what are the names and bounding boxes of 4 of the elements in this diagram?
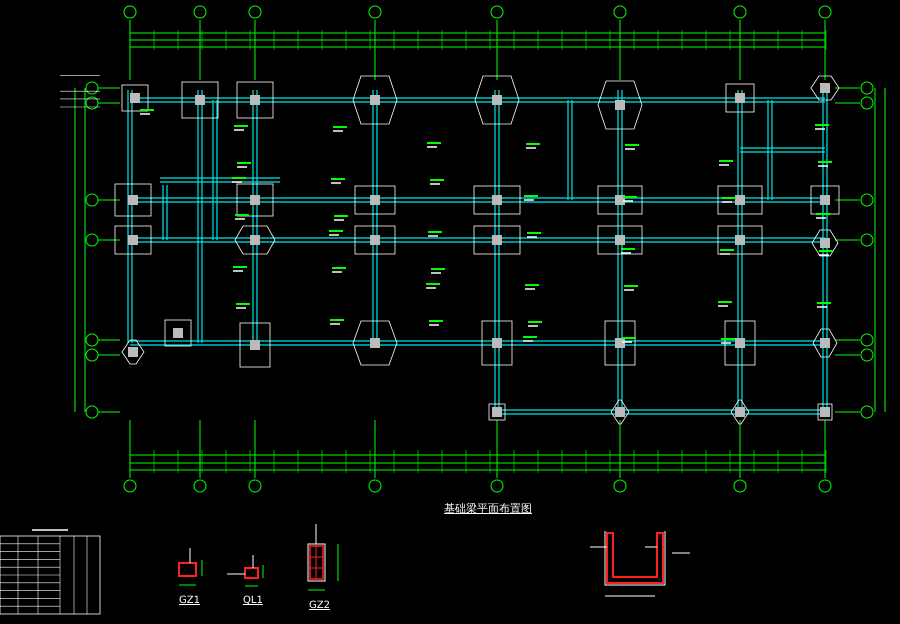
drawing-title: 基础梁平面布置图 — [444, 503, 532, 514]
section-label: GZ1 — [179, 596, 200, 606]
section-label: QL1 — [243, 596, 263, 606]
section-label: GZ2 — [309, 601, 330, 611]
